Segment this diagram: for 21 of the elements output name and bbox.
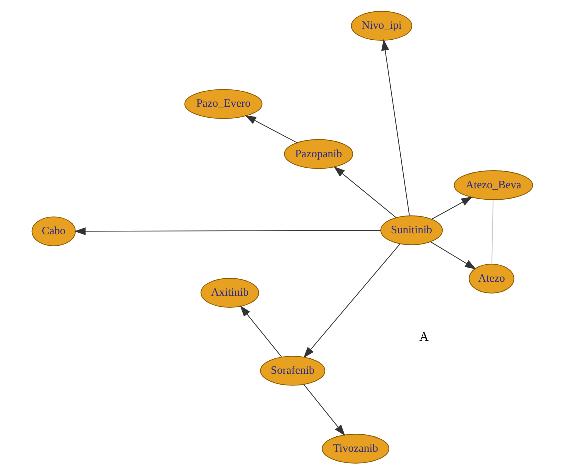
label: A — [420, 330, 429, 344]
arrow — [431, 196, 473, 220]
arrow — [304, 384, 346, 436]
connector — [492, 200, 494, 265]
arrow — [240, 306, 282, 358]
arrow — [245, 115, 298, 144]
node-ellipse: Pazo_Evero — [184, 89, 263, 120]
node-ellipse: Sunitinib — [380, 216, 444, 246]
arrow — [382, 39, 410, 216]
node-ellipse: Tivozanib — [322, 434, 390, 464]
node-ellipse: Atezo_Beva — [454, 170, 534, 200]
node-ellipse: Sorafenib — [260, 356, 326, 386]
node-ellipse: Cabo — [32, 216, 76, 246]
node-ellipse: Atezo — [468, 264, 515, 294]
node-ellipse: Nivo_ipi — [351, 11, 412, 41]
node-ellipse: Axitinib — [200, 278, 260, 308]
arrow — [334, 166, 397, 218]
arrow — [74, 228, 382, 236]
arrow — [430, 242, 476, 270]
node-ellipse: Pazopanib — [284, 139, 354, 170]
arrow — [304, 244, 401, 358]
